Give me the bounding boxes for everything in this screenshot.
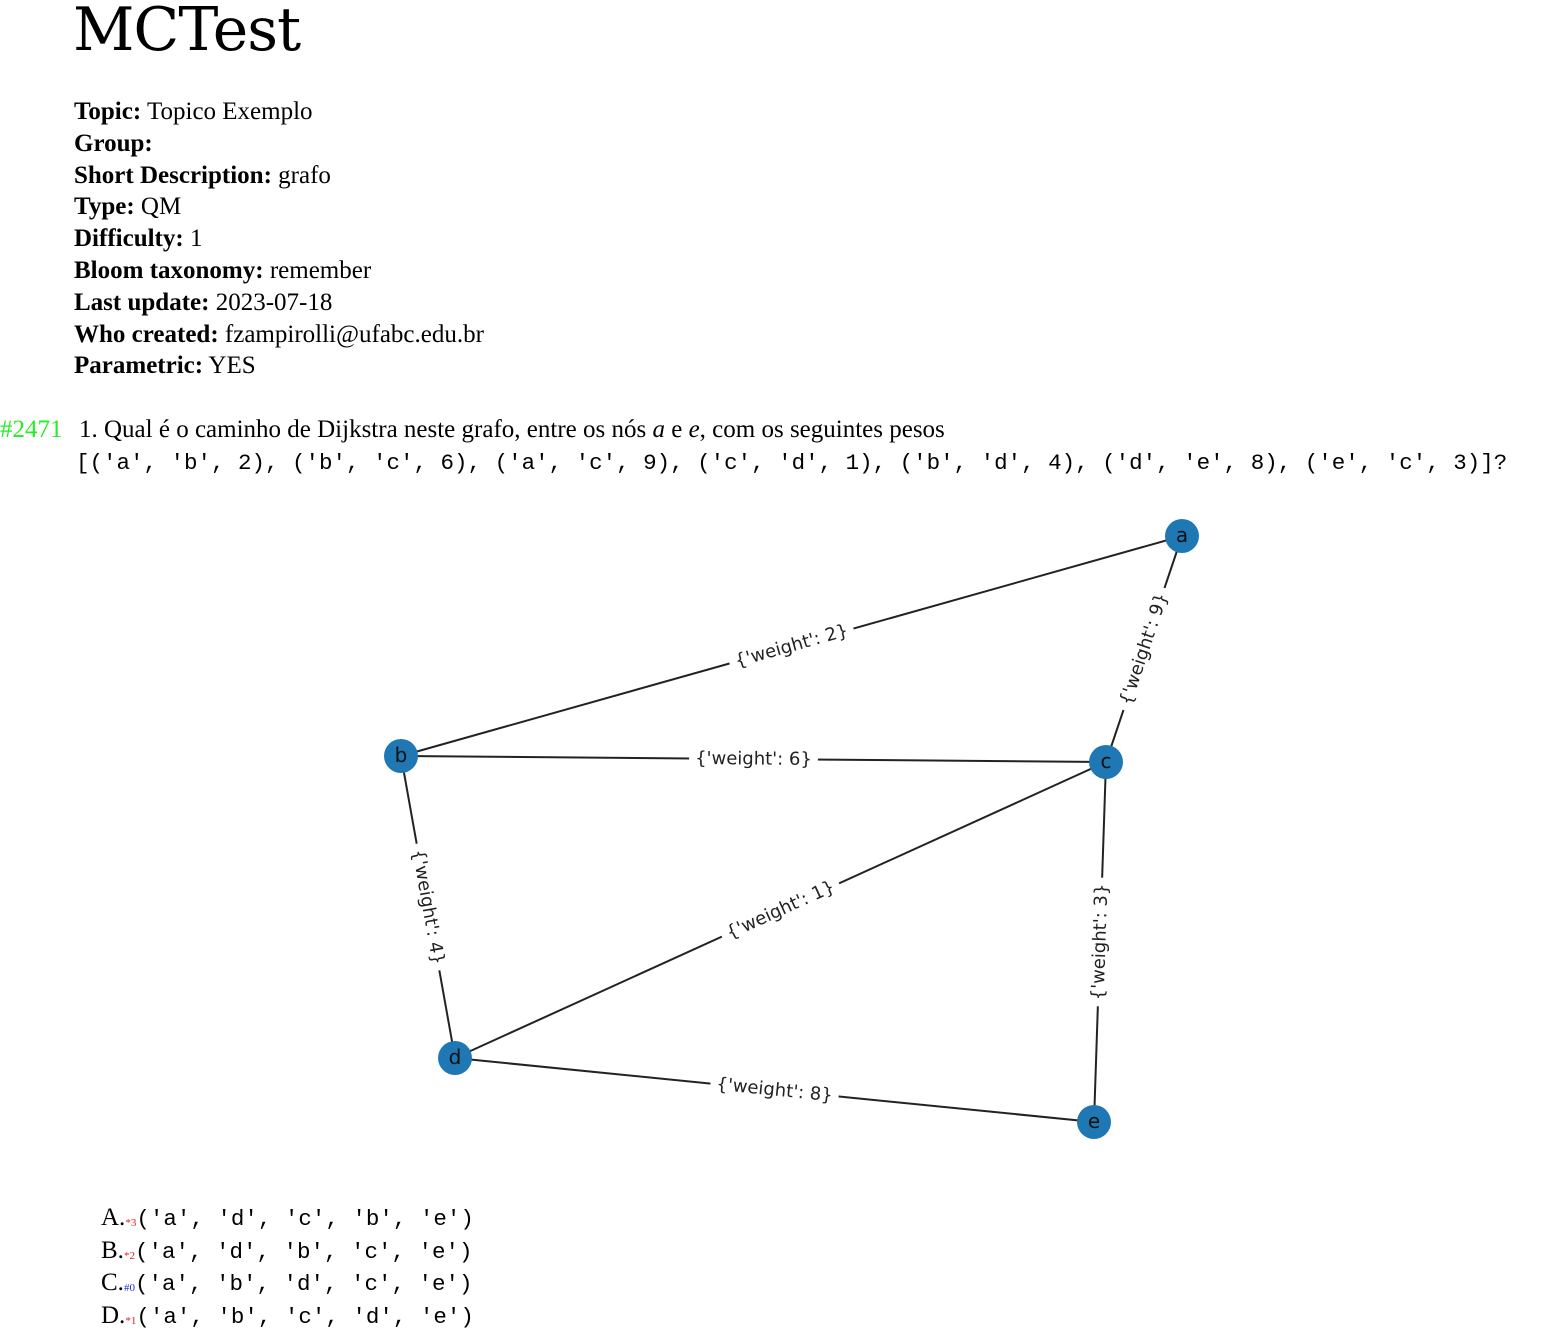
answer-code: ('a', 'b', 'c', 'd', 'e') (136, 1303, 474, 1330)
meta-group-label: Group: (74, 129, 153, 157)
question-id: #2471 (0, 416, 63, 443)
graph-edge-label-ec: {'weight': 3} (1085, 877, 1115, 1007)
meta-group: Group: (74, 128, 484, 160)
meta-bloom: Bloom taxonomy: remember (74, 255, 484, 287)
graph-nodes: a b c d e (384, 519, 1199, 1139)
graph-node-label-b: b (395, 743, 408, 767)
meta-topic-label: Topic: (74, 98, 142, 125)
graph-edge-label-de: {'weight': 8} (709, 1071, 840, 1109)
graph-edge-label-cd: {'weight': 1} (716, 871, 845, 949)
answer-option-a[interactable]: A.*3('a', 'd', 'c', 'b', 'e') (101, 1202, 474, 1235)
answer-letter: C. (101, 1269, 124, 1296)
meta-parametric: Parametric: YES (74, 350, 484, 382)
meta-type-label: Type: (74, 193, 135, 221)
graph-node-label-c: c (1101, 749, 1112, 773)
meta-short-description: Short Description: grafo (74, 160, 484, 192)
graph-edge-label-bg (689, 745, 818, 773)
graph-edge-label-text: {'weight': 9} (1115, 590, 1172, 707)
answer-letter: B. (101, 1236, 124, 1264)
meta-last-update-label: Last update: (74, 288, 210, 316)
graph-node-b (384, 739, 418, 773)
answer-mark: *1 (125, 1314, 137, 1327)
meta-parametric-label: Parametric: (74, 352, 204, 380)
graph-edge-label-bg (726, 616, 857, 676)
meta-topic-value: Topico Exemplo (146, 98, 313, 125)
meta-created-value: fzampirolli@ufabc.edu.br (224, 320, 484, 348)
graph-edge-label-bg (1085, 877, 1115, 1007)
answer-letter: D. (101, 1301, 126, 1329)
graph-edge-label-bg (709, 1071, 840, 1109)
graph-edge-label-text: {'weight': 4} (407, 848, 448, 967)
graph-edge-label-text: {'weight': 3} (1088, 883, 1113, 1000)
graph-edge-label-bg (1111, 584, 1177, 714)
answer-option-b[interactable]: B.*2('a', 'd', 'b', 'c', 'e') (101, 1235, 474, 1268)
answer-code: ('a', 'd', 'c', 'b', 'e') (136, 1206, 474, 1232)
graph-node-label-a: a (1176, 523, 1188, 547)
graph-edge-label-text: {'weight': 1} (723, 876, 838, 943)
answer-list: A.*3('a', 'd', 'c', 'b', 'e') B.*2('a', … (101, 1202, 474, 1332)
graph-edge-label-bg (716, 871, 845, 949)
question-text-after: , com os seguintes pesos (699, 416, 945, 443)
graph-node-c (1089, 745, 1123, 779)
graph-edge-label-bc: {'weight': 6} (689, 745, 818, 773)
meta-difficulty: Difficulty: 1 (74, 223, 484, 255)
question-number: 1. (79, 416, 98, 443)
answer-mark: #0 (123, 1282, 135, 1294)
answer-code: ('a', 'b', 'd', 'c', 'e') (134, 1271, 473, 1297)
answer-mark: *2 (123, 1249, 135, 1262)
answer-option-d[interactable]: D.*1('a', 'b', 'c', 'd', 'e') (101, 1300, 474, 1333)
answer-option-c[interactable]: C.#0('a', 'b', 'd', 'c', 'e') (101, 1267, 474, 1300)
question-connector: e (671, 416, 683, 443)
meta-short-description-value: grafo (278, 161, 331, 189)
graph-node-label-d: d (449, 1045, 462, 1069)
graph-node-label-e: e (1088, 1109, 1100, 1133)
meta-last-update: Last update: 2023-07-18 (74, 287, 484, 319)
answer-mark: *3 (125, 1217, 137, 1229)
graph-edge-label-ac: {'weight': 9} (1111, 584, 1177, 714)
meta-type-value: QM (140, 193, 182, 221)
graph-edge-label-bd: {'weight': 4} (404, 841, 452, 973)
meta-type: Type: QM (74, 191, 484, 223)
graph-edge-label-text: {'weight': 6} (695, 748, 812, 770)
metadata-block: Topic: Topico Exemplo Group: Short Descr… (74, 96, 484, 382)
graph-node-e (1077, 1105, 1111, 1139)
question-node-from: a (652, 416, 665, 443)
meta-topic: Topic: Topico Exemplo (74, 96, 484, 128)
meta-parametric-value: YES (208, 352, 256, 380)
question-node-to: e (688, 416, 700, 443)
graph-edges: {'weight': 2} {'weight': 6} {'weight': 9} {… (400, 535, 1183, 1123)
question-text: 1. Qual é o caminho de Dijkstra neste gr… (79, 416, 945, 444)
answer-letter: A. (101, 1204, 126, 1231)
meta-difficulty-label: Difficulty: (74, 225, 184, 253)
graph-node-d (438, 1041, 472, 1075)
meta-short-description-label: Short Description: (74, 161, 272, 189)
meta-last-update-value: 2023-07-18 (215, 288, 333, 316)
meta-created: Who created: fzampirolli@ufabc.edu.br (74, 319, 484, 351)
meta-bloom-label: Bloom taxonomy: (74, 256, 264, 284)
graph-node-a (1165, 519, 1199, 553)
page-title: MCTest (73, 0, 301, 65)
meta-difficulty-value: 1 (189, 225, 203, 253)
graph-edge-label-bg (404, 841, 452, 973)
meta-bloom-value: remember (269, 256, 372, 284)
answer-code: ('a', 'd', 'b', 'c', 'e') (134, 1238, 473, 1265)
graph-edge-label-ab: {'weight': 2} (726, 616, 857, 676)
meta-created-label: Who created: (74, 320, 219, 348)
question-edge-list: [('a', 'b', 2), ('b', 'c', 6), ('a', 'c'… (76, 450, 1508, 476)
question-text-before: Qual é o caminho de Dijkstra neste grafo… (104, 416, 647, 443)
